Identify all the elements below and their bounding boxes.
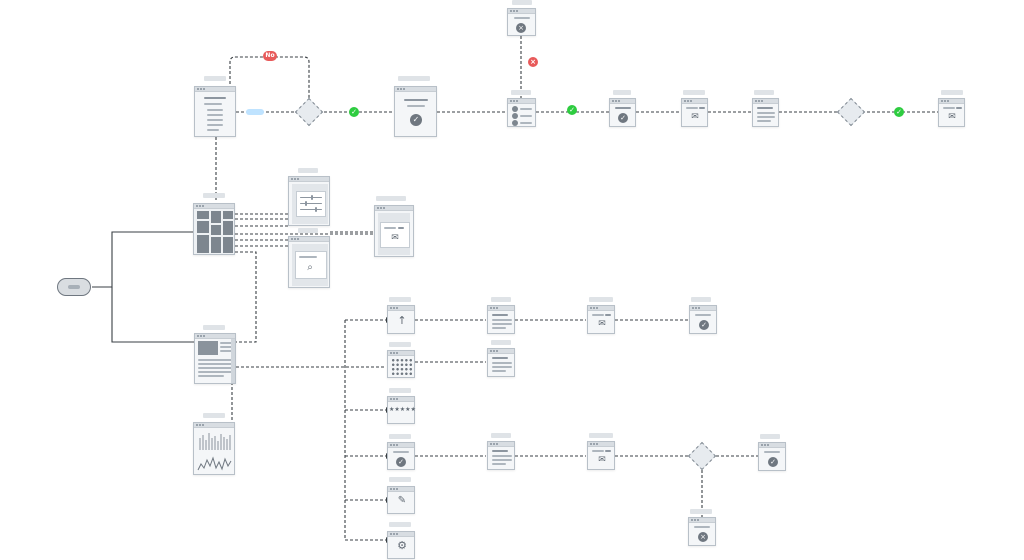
sliders-icon [296, 191, 326, 217]
card-label [204, 76, 226, 81]
upload-success-screen[interactable]: ✓ [689, 305, 717, 334]
card-label [376, 196, 406, 201]
calendar-icon [391, 358, 413, 376]
card-label [613, 90, 631, 95]
check-circle-icon: ✓ [618, 113, 628, 123]
yes-badge: ✓ [894, 107, 904, 117]
no-badge: × [528, 57, 538, 67]
form-screen[interactable] [752, 98, 779, 127]
search-screen[interactable]: ⌕ [288, 236, 330, 288]
confirmation-screen[interactable]: ✓ [394, 86, 437, 137]
modal-email-screen[interactable]: ✉ [374, 205, 414, 257]
card-label [389, 522, 411, 527]
card-label [760, 434, 780, 439]
card-label [389, 477, 411, 482]
upload-arrow-icon: ↑ [397, 314, 407, 327]
verified-email-screen[interactable]: ✉ [587, 441, 615, 470]
close-circle-icon: × [698, 532, 708, 542]
verified-rejected-screen[interactable]: × [688, 517, 716, 546]
yes-badge: ✓ [567, 105, 577, 115]
connector-start-to-grid [92, 231, 195, 288]
card-label [203, 413, 225, 418]
card-label [203, 193, 225, 198]
edit-screen[interactable]: ✎ [387, 486, 415, 514]
card-label [491, 340, 511, 345]
mail-icon: ✉ [948, 112, 956, 122]
card-label [389, 388, 411, 393]
document-screen[interactable] [194, 86, 236, 137]
card-label [491, 433, 511, 438]
email-screen-final[interactable]: ✉ [938, 98, 965, 127]
card-label [389, 297, 411, 302]
connector-no-loop [229, 56, 310, 102]
email-screen[interactable]: ✉ [681, 98, 708, 127]
no-badge: No [263, 51, 277, 61]
card-label [691, 297, 711, 302]
verified-screen[interactable]: ✓ [387, 442, 415, 470]
calendar-form-screen[interactable] [487, 348, 515, 377]
mail-icon: ✉ [691, 112, 699, 122]
rating-screen[interactable]: ★★★★★ [387, 396, 416, 424]
line-chart-icon [197, 433, 232, 471]
verified-form-screen[interactable] [487, 441, 515, 470]
card-label [389, 342, 411, 347]
yes-badge: ✓ [349, 107, 359, 117]
start-node[interactable] [57, 278, 91, 296]
card-label [389, 434, 411, 439]
card-label [754, 90, 774, 95]
check-circle-icon: ✓ [699, 320, 709, 330]
close-circle-icon: × [516, 23, 526, 33]
verified-success-screen[interactable]: ✓ [758, 442, 786, 471]
card-label [589, 433, 613, 438]
card-label [298, 168, 318, 173]
card-label [683, 90, 705, 95]
check-circle-icon: ✓ [768, 457, 778, 467]
checklist-screen[interactable] [507, 98, 536, 127]
card-label [491, 297, 511, 302]
upload-form-screen[interactable] [487, 305, 515, 334]
card-label [203, 325, 225, 330]
article-screen[interactable] [194, 333, 236, 384]
rejected-screen[interactable]: × [507, 8, 536, 36]
check-circle-icon: ✓ [396, 457, 406, 467]
pencil-icon: ✎ [397, 495, 407, 506]
upload-email-screen[interactable]: ✉ [587, 305, 615, 334]
calendar-screen[interactable] [387, 350, 415, 378]
mail-icon: ✉ [391, 233, 399, 243]
mail-icon: ✉ [598, 455, 606, 465]
card-label [690, 509, 712, 514]
article-icon [198, 341, 218, 355]
gear-icon: ⚙ [397, 539, 407, 552]
card-label [941, 90, 963, 95]
card-label [398, 76, 430, 81]
mail-icon: ✉ [598, 319, 606, 329]
start-node-label [68, 285, 80, 289]
chart-screen[interactable] [193, 422, 235, 475]
connector-start-to-article [111, 287, 195, 343]
settings-screen[interactable]: ⚙ [387, 531, 415, 559]
upload-screen[interactable]: ↑ [387, 305, 415, 334]
check-circle-icon: ✓ [410, 114, 422, 126]
search-icon: ⌕ [307, 262, 313, 273]
card-label [511, 90, 531, 95]
success-screen[interactable]: ✓ [609, 98, 636, 127]
grid-layout-screen[interactable] [193, 203, 235, 255]
card-label [589, 297, 613, 302]
sliders-screen[interactable] [288, 176, 330, 226]
connector-grid-to-article [235, 251, 257, 343]
card-label [512, 0, 532, 5]
edge-label [246, 109, 264, 115]
card-label [298, 228, 318, 233]
star-rating-icon: ★★★★★ [389, 406, 416, 413]
grid-layout-icon [197, 211, 233, 253]
